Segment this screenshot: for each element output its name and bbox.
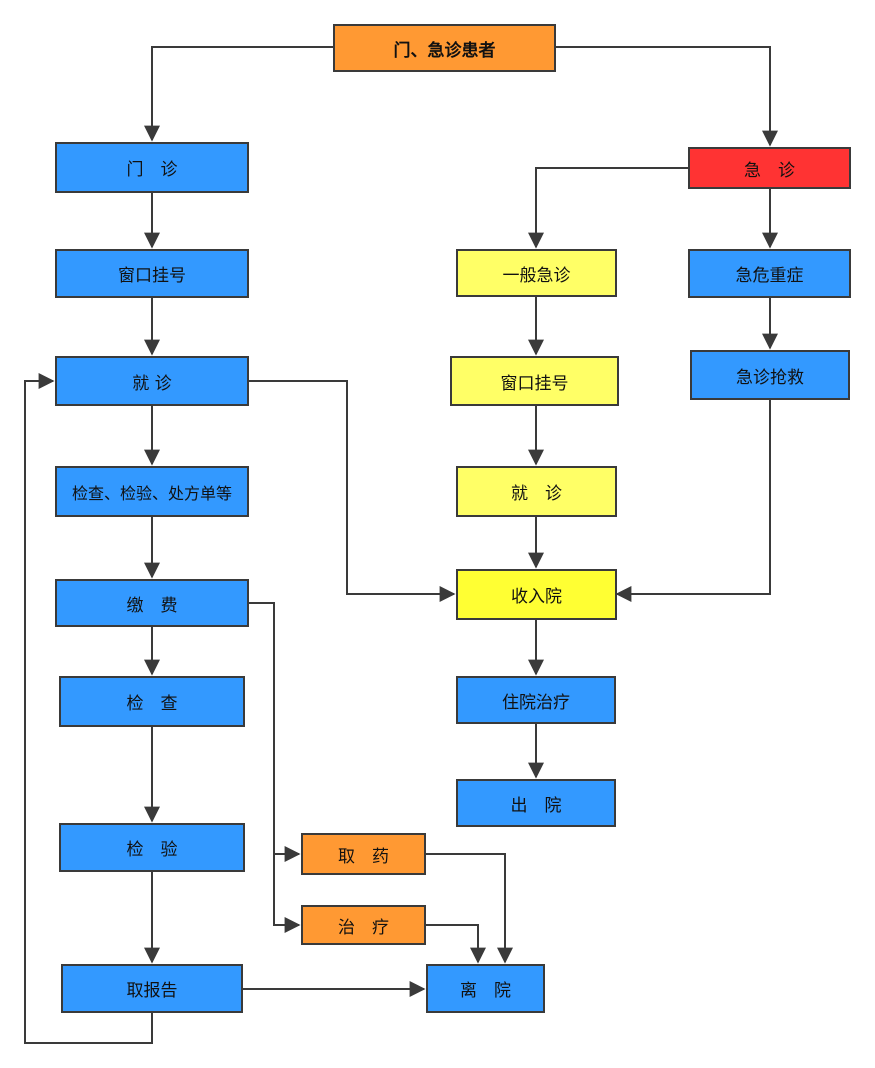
node-lab-test: 检 验 [59,823,245,872]
node-critical: 急危重症 [688,249,851,298]
node-emergency: 急 诊 [688,147,851,189]
node-outpatient: 门 诊 [55,142,249,193]
node-register-left: 窗口挂号 [55,249,249,298]
edge-report-loop-consult [24,373,153,1044]
node-consult-mid: 就 诊 [456,466,617,517]
node-exam: 检 查 [59,676,245,727]
edge-payment-treatment [273,854,301,933]
edge-medicine-leave [426,853,513,964]
node-register-mid: 窗口挂号 [450,356,619,406]
node-patients: 门、急诊患者 [333,24,556,72]
edge-payment-medicine [249,602,301,862]
node-get-report: 取报告 [61,964,243,1013]
node-treatment: 治 疗 [301,905,426,945]
node-general-emergency: 一般急诊 [456,249,617,297]
node-discharge-inpatient: 出 院 [456,779,616,827]
edge-consult-admission [249,380,456,602]
node-exam-rx: 检查、检验、处方单等 [55,466,249,517]
edge-patients-emergency [556,46,778,147]
edge-patients-outpatient [144,46,333,142]
edge-treatment-leave [426,924,486,964]
node-consult-left: 就 诊 [55,356,249,406]
node-get-medicine: 取 药 [301,833,426,875]
node-admission: 收入院 [456,569,617,620]
edge-emergency-general [528,167,688,249]
node-leave: 离 院 [426,964,545,1013]
node-inpatient: 住院治疗 [456,676,616,724]
node-payment: 缴 费 [55,579,249,627]
node-rescue: 急诊抢救 [690,350,850,400]
edge-rescue-admission [615,400,771,602]
